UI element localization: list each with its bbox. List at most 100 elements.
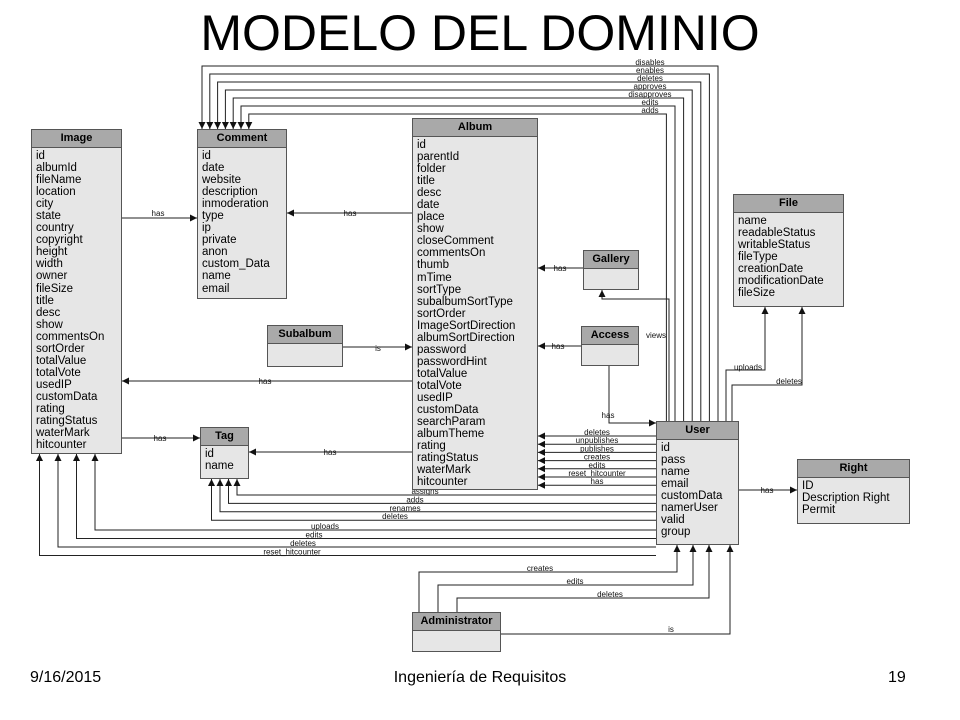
- attribute: hitcounter: [417, 476, 468, 489]
- attribute: totalValue: [417, 367, 468, 380]
- attribute: email: [661, 478, 689, 491]
- relation-label: publishes: [580, 444, 614, 453]
- relation-label: is: [375, 344, 381, 353]
- class-gallery: Gallery: [583, 250, 639, 290]
- arrowhead: [538, 465, 545, 473]
- attribute: date: [417, 199, 440, 212]
- arrowhead: [798, 307, 806, 314]
- attribute: parentId: [417, 151, 460, 164]
- slide-title: MODELO DEL DOMINIO: [200, 5, 760, 61]
- attribute: subalbumSortType: [417, 295, 513, 308]
- attribute: albumId: [36, 162, 77, 175]
- relation-label: creates: [527, 564, 553, 573]
- attribute: namerUser: [661, 502, 718, 515]
- attribute: Permit: [802, 504, 836, 517]
- arrowhead: [221, 122, 229, 129]
- attribute: description: [202, 186, 258, 199]
- attribute: id: [202, 150, 211, 162]
- attribute: customData: [661, 490, 723, 503]
- connector-line: [209, 73, 710, 421]
- arrowhead: [673, 545, 681, 552]
- arrowhead: [598, 290, 606, 297]
- attribute: ID: [802, 480, 814, 492]
- attribute: id: [205, 448, 214, 460]
- connector-line: [217, 81, 702, 421]
- arrowhead: [405, 343, 412, 351]
- footer-title: Ingeniería de Requisitos: [393, 669, 567, 686]
- attribute: ip: [202, 222, 211, 235]
- attribute: copyright: [36, 234, 83, 247]
- class-user-name: User: [657, 422, 738, 440]
- relation-label: creates: [584, 453, 610, 462]
- attribute: hitcounter: [36, 439, 87, 452]
- class-comment-name: Comment: [198, 130, 286, 148]
- attribute: width: [36, 258, 63, 271]
- attribute: owner: [36, 270, 68, 283]
- attribute: type: [202, 210, 224, 223]
- attribute: name: [661, 466, 690, 479]
- attribute: usedIP: [36, 378, 72, 391]
- connector-line: [248, 113, 667, 421]
- class-tag-name: Tag: [201, 428, 248, 446]
- connector-line: [228, 479, 656, 504]
- connector-line: [57, 454, 656, 548]
- attribute: fileSize: [738, 287, 776, 300]
- relation-label: deletes: [584, 428, 610, 437]
- attribute: searchParam: [417, 416, 486, 429]
- attribute: date: [202, 162, 225, 175]
- attribute: creationDate: [738, 263, 804, 276]
- arrowhead: [54, 454, 62, 461]
- arrowhead: [538, 440, 545, 448]
- attribute: state: [36, 210, 61, 223]
- attribute: name: [205, 460, 234, 473]
- arrowhead: [249, 448, 256, 456]
- attribute: ratingStatus: [417, 452, 479, 465]
- class-gallery-name: Gallery: [584, 251, 638, 269]
- arrowhead: [726, 545, 734, 552]
- arrowhead: [36, 454, 43, 461]
- class-right-name: Right: [798, 460, 909, 478]
- attribute: email: [202, 282, 230, 295]
- attribute: fileType: [738, 251, 778, 264]
- class-album-name: Album: [413, 119, 537, 137]
- relation-label: approves: [634, 82, 667, 91]
- attribute: usedIP: [417, 391, 453, 404]
- arrowhead: [237, 122, 245, 129]
- class-access-attributes: [582, 345, 638, 347]
- arrowhead: [538, 481, 545, 489]
- relation-label: adds: [641, 106, 658, 115]
- arrowhead: [233, 479, 241, 486]
- connector-line: [39, 454, 656, 556]
- connector-line: [219, 479, 656, 513]
- attribute: ratingStatus: [36, 415, 98, 428]
- relation-label: edits: [567, 577, 584, 586]
- connector-line: [608, 366, 656, 424]
- attribute: password: [417, 343, 467, 356]
- arrowhead: [538, 342, 545, 350]
- connector-line: [731, 307, 803, 421]
- attribute: totalValue: [36, 354, 87, 367]
- relation-label: renames: [389, 504, 420, 513]
- attribute: country: [36, 222, 74, 235]
- arrowhead: [287, 209, 294, 217]
- attribute: anon: [202, 246, 228, 259]
- attribute: closeComment: [417, 235, 494, 248]
- relation-label: assigns: [411, 487, 438, 496]
- relation-label: adds: [406, 495, 423, 504]
- class-subalbum-attributes: [268, 344, 342, 346]
- relation-label: has: [552, 342, 565, 351]
- arrowhead: [229, 122, 237, 129]
- arrowhead: [689, 545, 697, 552]
- arrowhead: [190, 214, 197, 222]
- arrowhead: [122, 377, 129, 385]
- relation-label: deletes: [776, 377, 802, 386]
